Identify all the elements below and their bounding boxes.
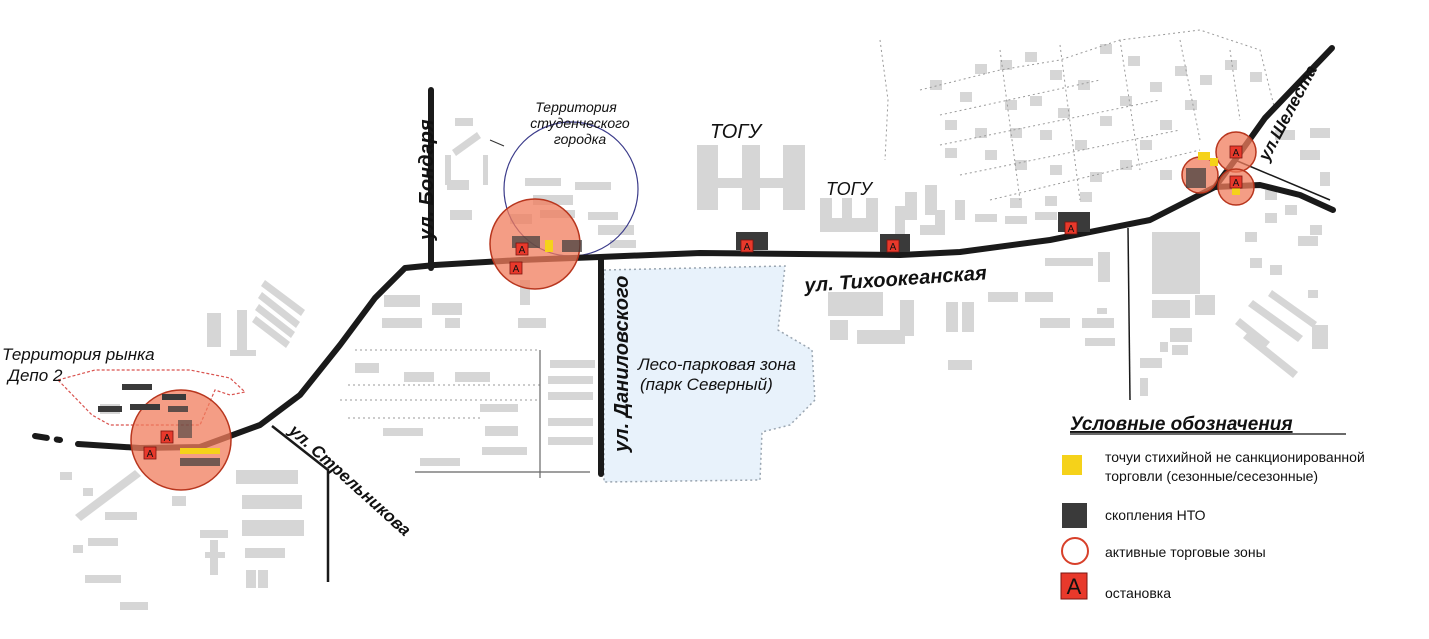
street-label-shelesta: ул.Шелеста (1254, 62, 1321, 165)
bus-stop: А (1229, 175, 1243, 189)
park-label-2: (парк Северный) (640, 375, 773, 394)
svg-text:А: А (744, 242, 751, 253)
svg-text:А: А (513, 264, 520, 275)
spontaneous-trade-spots (180, 152, 1240, 454)
togu-label-1: ТОГУ (710, 121, 763, 143)
legend-swatch-spontaneous-trade (1062, 455, 1082, 475)
legend-label-stop: остановка (1105, 585, 1171, 601)
svg-text:А: А (147, 449, 154, 460)
legend-title: Условные обозначения (1070, 414, 1293, 435)
bus-stop: А (1064, 221, 1078, 235)
legend-label-spontaneous-trade-2: торговли (сезонные/сесезонные) (1105, 468, 1318, 484)
legend-label-active-zone: активные торговые зоны (1105, 544, 1266, 560)
street-label-strelnikova: ул. Стрельникова (285, 420, 415, 540)
campus-territory-label-2: студенческого (530, 115, 630, 131)
bus-stops: А А А А А А А А А (143, 145, 1243, 460)
street-label-tikhookeanskaya: ул. Тихоокеанская (803, 262, 988, 297)
buildings (60, 29, 1330, 610)
legend-label-nto: скопления НТО (1105, 507, 1206, 523)
togu-label-2: ТОГУ (826, 179, 873, 199)
legend-swatch-nto (1062, 503, 1087, 528)
market-territory-label-2: Депо 2 (6, 366, 63, 385)
campus-territory-label-3: городка (554, 131, 606, 147)
bus-stop: А (509, 261, 523, 275)
park-area (603, 265, 816, 483)
bus-stop: А (740, 239, 754, 253)
bus-stop: А (160, 430, 174, 444)
street-label-bondarya: ул. Бондаря (416, 119, 438, 241)
bus-stop: А (1229, 145, 1243, 159)
svg-text:А: А (890, 242, 897, 253)
legend-label-spontaneous-trade: точуи стихийной не санкционированной (1105, 449, 1365, 465)
bus-stop: А (143, 446, 157, 460)
svg-text:А: А (1233, 178, 1240, 189)
svg-text:А: А (1233, 148, 1240, 159)
campus-territory-label: Территория (535, 99, 617, 115)
legend: Условные обозначения точуи стихийной не … (1060, 414, 1365, 601)
svg-text:А: А (164, 433, 171, 444)
legend-swatch-stop (1060, 572, 1088, 600)
svg-text:А: А (519, 245, 526, 256)
legend-swatch-active-zone (1061, 537, 1089, 565)
legend-stop-letter: А (1067, 574, 1082, 599)
street-label-danilovskogo: ул. Даниловского (611, 276, 633, 453)
bus-stop: А (886, 239, 900, 253)
park-label: Лесо-парковая зона (637, 355, 796, 374)
market-territory-outline (56, 369, 247, 426)
svg-text:А: А (1068, 224, 1075, 235)
bus-stop: А (515, 242, 529, 256)
market-territory-label: Территория рынка (2, 345, 155, 364)
